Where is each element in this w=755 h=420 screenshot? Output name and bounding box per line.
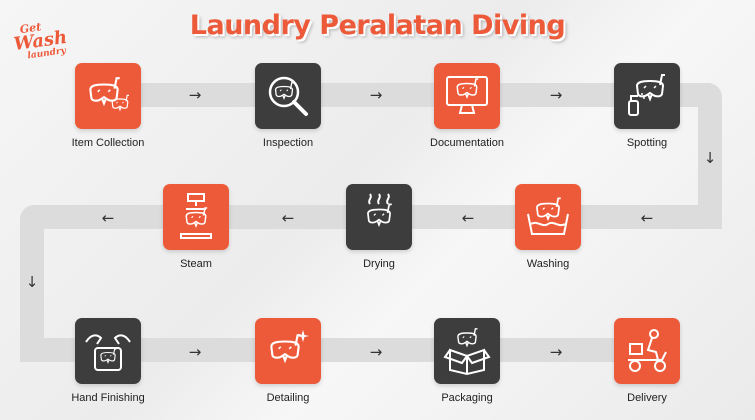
step-tile	[434, 318, 500, 384]
sparkle-mask-icon	[270, 330, 309, 362]
step-delivery: Delivery	[582, 318, 712, 404]
magnifier-mask-icon	[268, 76, 308, 116]
step-label: Spotting	[626, 137, 668, 149]
arrow-left: ←	[640, 209, 654, 227]
step-detailing: Detailing	[223, 318, 353, 404]
step-label: Steam	[180, 258, 212, 270]
arrow-right: →	[549, 343, 563, 361]
step-item-collection: Item Collection	[43, 63, 173, 149]
step-tile	[255, 318, 321, 384]
arrow-left: ←	[281, 209, 295, 227]
arrow-right: →	[188, 86, 202, 104]
step-tile	[614, 63, 680, 129]
step-washing: Washing	[483, 184, 613, 270]
two-masks-icon	[89, 77, 130, 111]
step-label: Documentation	[430, 137, 504, 149]
monitor-mask-icon	[446, 76, 488, 114]
arrow-left: ←	[461, 209, 475, 227]
step-drying: Drying	[314, 184, 444, 270]
arrow-right: →	[369, 343, 383, 361]
step-packaging: Packaging	[402, 318, 532, 404]
step-steam: Steam	[131, 184, 261, 270]
step-label: Washing	[526, 258, 570, 270]
track-right-turn	[698, 83, 722, 223]
step-tile	[75, 318, 141, 384]
step-documentation: Documentation	[402, 63, 532, 149]
step-label: Detailing	[266, 392, 310, 404]
step-tile	[346, 184, 412, 250]
step-label: Inspection	[262, 137, 314, 149]
arrow-left: ←	[101, 209, 115, 227]
track-left-turn	[20, 205, 44, 362]
step-tile	[75, 63, 141, 129]
step-spotting: Spotting	[582, 63, 712, 149]
arrow-down: ↓	[703, 149, 717, 167]
basin-mask-icon	[527, 197, 569, 235]
arrow-right: →	[369, 86, 383, 104]
drying-mask-icon	[367, 193, 393, 226]
arrow-down: ↓	[25, 273, 39, 291]
step-label: Delivery	[627, 392, 667, 404]
step-tile	[614, 318, 680, 384]
scooter-icon	[628, 329, 667, 372]
step-hand-finishing: Hand Finishing	[43, 318, 173, 404]
hands-mask-icon	[85, 334, 131, 371]
arrow-right: →	[188, 343, 202, 361]
step-label: Hand Finishing	[71, 392, 145, 404]
step-inspection: Inspection	[223, 63, 353, 149]
arrow-right: →	[549, 86, 563, 104]
step-label: Packaging	[441, 392, 493, 404]
step-label: Drying	[363, 258, 395, 270]
step-tile	[163, 184, 229, 250]
box-mask-icon	[443, 328, 491, 376]
step-tile	[515, 184, 581, 250]
step-tile	[434, 63, 500, 129]
spray-mask-icon	[628, 74, 666, 116]
step-tile	[255, 63, 321, 129]
track-row-1	[100, 83, 710, 107]
steamer-mask-icon	[180, 193, 212, 239]
step-label: Item Collection	[71, 137, 145, 149]
page-title: Laundry Peralatan Diving	[189, 10, 566, 41]
